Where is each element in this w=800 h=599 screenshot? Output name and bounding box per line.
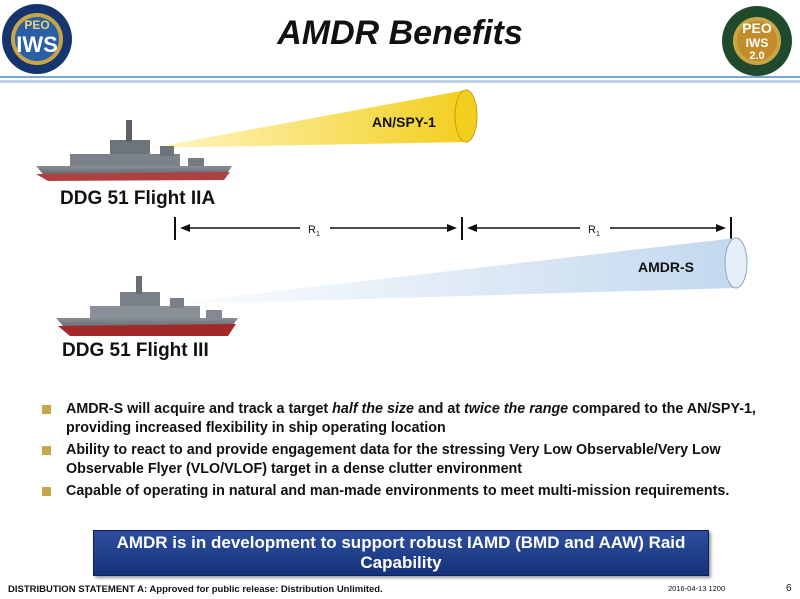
amdr-s-label: AMDR-S [638,259,694,275]
amdr-s-beam-end [724,237,748,289]
range-label-1: R1 [308,224,320,238]
square-bullet-icon [42,405,51,414]
bullet-text: AMDR-S will acquire and track a target [66,401,333,417]
peo-iws-seal-logo-left: PEO IWS [2,4,72,74]
ddg-51-flight-iii-ship-icon [56,276,238,336]
bullet-item: Ability to react to and provide engageme… [40,441,780,479]
bullet-emphasis: twice the range [464,401,569,417]
an-spy-1-label: AN/SPY-1 [372,114,436,130]
range-label-2: R1 [588,224,600,238]
ship-label-flight-iia: DDG 51 Flight IIA [60,188,216,209]
header-divider-light [0,80,800,83]
header-divider [0,76,800,78]
amdr-s-beam [156,237,748,305]
an-spy-1-beam [150,89,478,148]
bullet-text: Capable of operating in natural and man-… [66,483,730,499]
seal-left-text-peo: PEO [24,18,50,32]
bullet-text: compared to the AN/SPY-1, providing incr… [66,401,756,436]
seal-right-text-iws: IWS [745,36,769,50]
seal-right-text-version: 2.0 [749,50,765,62]
ship-label-flight-iii: DDG 51 Flight III [62,340,209,361]
square-bullet-icon [42,446,51,455]
slide-title: AMDR Benefits [277,14,523,52]
summary-banner-text: AMDR is in development to support robust… [116,533,686,572]
date-stamp: 2016-04-13 1200 [668,584,726,593]
distribution-statement: DISTRIBUTION STATEMENT A: Approved for p… [8,584,383,595]
square-bullet-icon [42,487,51,496]
an-spy-1-beam-cone [150,90,466,148]
summary-banner: AMDR is in development to support robust… [93,530,709,576]
bullet-text: Ability to react to and provide engageme… [66,442,721,477]
page-number: 6 [786,583,792,594]
ddg-51-flight-iia-ship-icon [36,120,232,181]
range-scale: R1 R1 [174,217,732,240]
bullet-emphasis: half the size [332,401,414,417]
benefits-bullet-list: AMDR-S will acquire and track a target h… [40,400,780,504]
seal-right-text-peo: PEO [742,20,772,36]
seal-left-text-iws: IWS [16,32,58,57]
radar-comparison-figure: R1 R1 [36,89,748,336]
bullet-item: AMDR-S will acquire and track a target h… [40,400,780,438]
bullet-item: Capable of operating in natural and man-… [40,482,780,501]
bullet-text: and at [414,401,465,417]
an-spy-1-beam-end [454,89,478,143]
peo-iws-2-seal-logo-right: PEO IWS 2.0 [722,6,792,76]
amdr-s-beam-cone [156,238,736,305]
